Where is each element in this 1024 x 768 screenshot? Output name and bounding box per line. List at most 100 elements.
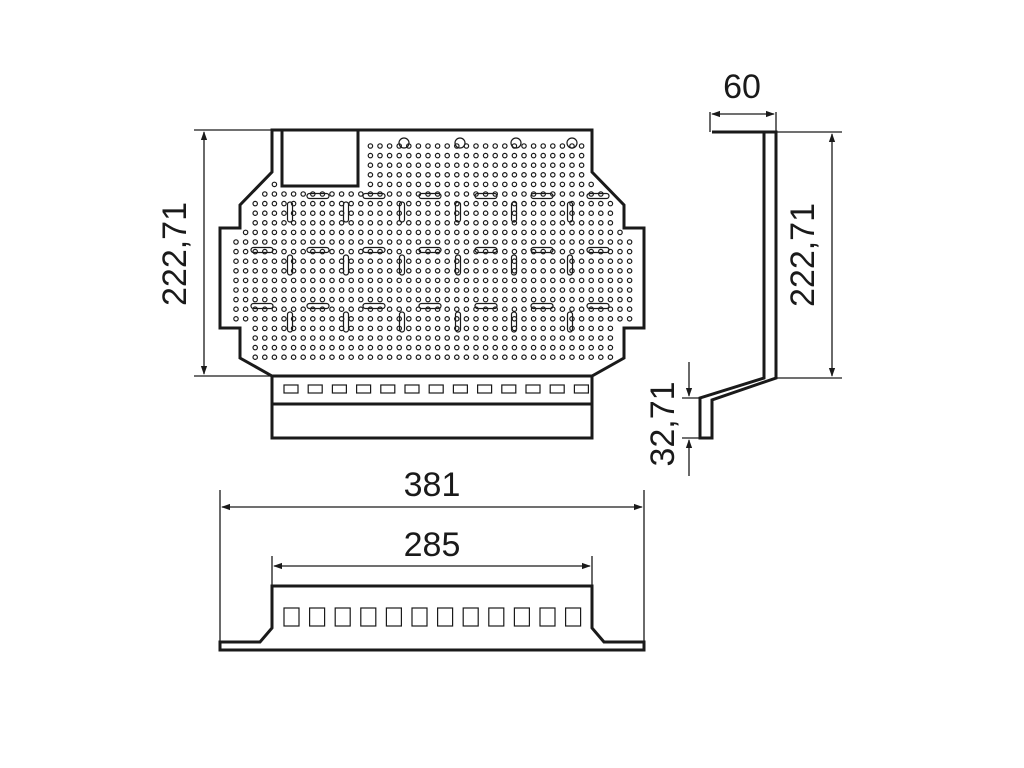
perforation-hole [540,162,547,169]
perforation-hole [396,229,403,236]
perforation-hole [626,258,633,265]
perforation-hole [463,306,470,313]
perforation-hole [569,152,575,159]
perforation-hole [569,248,575,255]
perforation-hole [338,229,345,236]
perforation-hole [396,162,403,169]
bottom-slot [385,607,402,627]
perforation-hole [396,287,403,293]
perforation-hole [569,287,575,293]
perforation-hole [357,354,364,361]
perforation-hole [290,248,297,255]
perforation-hole [482,354,489,361]
perforation-hole [425,354,431,361]
perforation-hole [607,220,614,226]
perforation-hole [492,220,499,226]
perforation-hole [617,229,623,236]
horizontal-slot [586,302,610,310]
perforation-hole [386,258,393,265]
perforation-hole [425,181,431,188]
perforation-hole [377,335,383,341]
rail-slot [428,384,444,394]
perforation-hole [607,296,614,303]
perforation-hole [425,239,431,245]
perforation-hole [530,200,537,207]
perforation-hole [377,277,383,284]
perforation-hole [511,287,518,293]
vertical-slot [398,311,406,333]
perforation-hole [329,267,335,274]
perforation-hole [252,287,259,293]
perforation-hole [482,152,489,159]
perforation-hole [463,287,470,293]
perforation-hole [367,277,374,284]
perforation-hole [521,354,527,361]
perforation-hole [309,335,316,341]
perforation-hole [290,229,297,236]
perforation-hole [473,239,479,245]
perforation-hole [290,200,297,207]
perforation-hole [559,152,566,159]
perforation-hole [597,229,604,236]
perforation-hole [521,152,527,159]
perforation-hole [578,306,585,313]
perforation-hole [482,220,489,226]
perforation-hole [357,229,364,236]
perforation-hole [463,277,470,284]
perforation-hole [261,277,268,284]
perforation-hole [261,296,268,303]
perforation-hole [473,306,479,313]
perforation-hole [588,287,595,293]
perforation-grid [233,143,633,361]
perforation-hole [329,296,335,303]
bracket-profile [698,130,778,440]
perforation-hole [405,191,412,197]
perforation-hole [578,267,585,274]
perforation-hole [549,277,556,284]
perforation-hole [434,181,441,188]
perforation-hole [492,181,499,188]
perforation-hole [473,287,479,293]
vertical-slot [454,311,462,333]
perforation-hole [463,248,470,255]
perforation-hole [597,210,604,217]
perforation-hole [569,335,575,341]
perforation-hole [559,239,566,245]
perforation-hole [434,239,441,245]
perforation-hole [367,315,374,322]
perforation-hole [501,267,508,274]
horizontal-slot [250,246,274,254]
perforation-hole [530,315,537,322]
perforation-hole [300,287,307,293]
vertical-slot [566,254,574,276]
perforation-hole [444,354,451,361]
perforation-hole [540,354,547,361]
perforation-hole [511,191,518,197]
perforation-hole [453,181,460,188]
perforation-hole [425,258,431,265]
perforation-hole [492,325,499,332]
perforation-hole [329,200,335,207]
horizontal-slot [474,246,498,254]
perforation-hole [367,296,374,303]
side-view: 60 222,71 32,71 [644,68,842,476]
vertical-slot [454,201,462,223]
perforation-hole [521,287,527,293]
perforation-hole [367,200,374,207]
perforation-hole [569,172,575,178]
perforation-hole [386,172,393,178]
perforation-hole [453,287,460,293]
perforation-hole [501,200,508,207]
perforation-hole [463,354,470,361]
perforation-hole [540,344,547,351]
perforation-hole [473,325,479,332]
perforation-hole [281,248,287,255]
perforation-hole [386,162,393,169]
perforation-hole [578,277,585,284]
horizontal-slot [362,246,386,254]
perforation-hole [425,306,431,313]
perforation-hole [588,200,595,207]
perforation-hole [348,354,355,361]
perforation-hole [453,277,460,284]
perforation-hole [482,306,489,313]
